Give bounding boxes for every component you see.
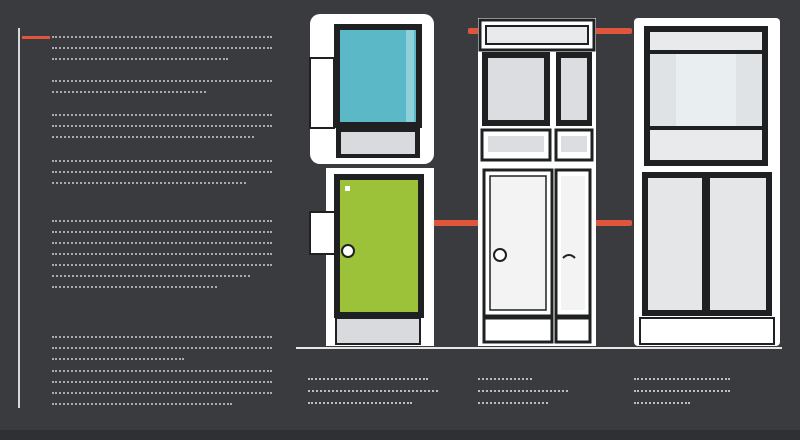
floor-line <box>296 347 782 349</box>
placeholder-line <box>52 47 272 52</box>
placeholder-line <box>52 231 272 236</box>
placeholder-line <box>52 286 217 291</box>
placeholder-paragraph-6 <box>52 336 272 369</box>
placeholder-line <box>52 347 272 352</box>
placeholder-paragraph-7 <box>52 370 272 414</box>
placeholder-line <box>52 403 233 408</box>
placeholder-line <box>52 171 272 176</box>
caption-line <box>634 378 730 383</box>
caption-line <box>308 378 428 383</box>
placeholder-line <box>52 136 255 141</box>
placeholder-line <box>52 125 272 130</box>
placeholder-line <box>52 336 272 341</box>
placeholder-line <box>52 253 272 258</box>
placeholder-line <box>52 370 272 375</box>
placeholder-line <box>52 80 272 85</box>
placeholder-paragraph-2 <box>52 80 272 102</box>
placeholder-line <box>52 392 272 397</box>
placeholder-line <box>52 91 206 96</box>
bottom-strip <box>0 430 800 440</box>
placeholder-paragraph-5 <box>52 220 272 297</box>
placeholder-line <box>52 358 184 363</box>
placeholder-paragraph-3 <box>52 114 272 147</box>
placeholder-line <box>52 381 272 386</box>
door-1-caption <box>308 378 438 414</box>
accent-tick <box>22 36 50 39</box>
caption-line <box>478 402 549 407</box>
caption-line <box>634 402 690 407</box>
caption-line <box>308 402 412 407</box>
placeholder-line <box>52 114 272 119</box>
glass-double-door-icon <box>634 18 780 346</box>
placeholder-line <box>52 58 228 63</box>
placeholder-line <box>52 264 272 269</box>
double-door-with-transom-icon <box>478 18 596 346</box>
placeholder-line <box>52 160 272 165</box>
placeholder-paragraph-1 <box>52 36 272 69</box>
left-vertical-rule <box>18 28 20 408</box>
caption-line <box>308 390 438 395</box>
door-2-caption <box>478 378 568 414</box>
placeholder-line <box>52 275 250 280</box>
placeholder-line <box>52 182 246 187</box>
door-3-caption <box>634 378 730 414</box>
caption-line <box>634 390 730 395</box>
placeholder-paragraph-4 <box>52 160 272 193</box>
window-over-green-door-icon <box>309 14 434 346</box>
placeholder-line <box>52 242 272 247</box>
placeholder-line <box>52 36 272 41</box>
placeholder-line <box>52 220 272 225</box>
caption-line <box>478 390 568 395</box>
caption-line <box>478 378 532 383</box>
